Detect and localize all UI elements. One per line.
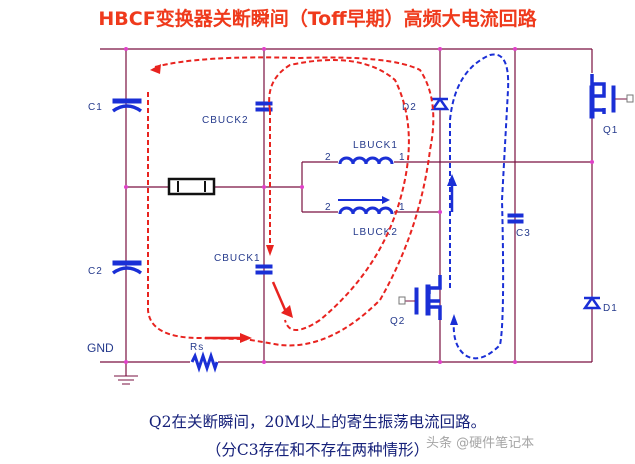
mosfet-q2: Q2 — [390, 275, 442, 327]
junction-nodes — [124, 47, 594, 364]
diagram-title: HBCF变换器关断瞬间（Toff早期）高频大电流回路 — [98, 8, 537, 30]
watermark: 头条 @硬件笔记本 — [426, 436, 535, 451]
svg-text:2: 2 — [325, 202, 332, 213]
red-current-loop — [147, 56, 435, 347]
svg-text:CBUCK2: CBUCK2 — [202, 115, 249, 126]
red-arrows — [150, 64, 293, 343]
svg-text:1: 1 — [399, 202, 406, 213]
capacitor-c1: C1 — [88, 98, 143, 113]
capacitor-c3: C3 — [507, 213, 531, 239]
capacitor-c2: C2 — [88, 260, 143, 277]
svg-text:LBUCK1: LBUCK1 — [353, 140, 398, 151]
fuse — [167, 177, 216, 196]
svg-text:GND: GND — [87, 341, 114, 355]
resistor-rs: Rs — [190, 342, 219, 373]
svg-text:CBUCK1: CBUCK1 — [214, 253, 261, 264]
svg-text:Q1: Q1 — [603, 125, 618, 136]
capacitor-cbuck1: CBUCK1 — [214, 253, 273, 275]
svg-text:LBUCK2: LBUCK2 — [353, 227, 398, 238]
svg-text:D1: D1 — [603, 303, 618, 314]
diode-d2: D2 — [402, 96, 450, 113]
mosfet-q1: Q1 — [589, 73, 634, 136]
svg-text:D2: D2 — [402, 102, 417, 113]
svg-text:1: 1 — [399, 152, 406, 163]
arrow-lbuck2-current — [338, 196, 390, 204]
svg-text:C2: C2 — [88, 266, 103, 277]
svg-text:C1: C1 — [88, 102, 103, 113]
blue-current-loop — [449, 53, 510, 360]
inductor-lbuck2: LBUCK2 2 1 — [325, 202, 406, 238]
caption-line-1: Q2在关断瞬间，20M以上的寄生振荡电流回路。 — [148, 413, 487, 431]
diode-d1: D1 — [582, 295, 618, 314]
svg-text:C3: C3 — [516, 228, 531, 239]
caption-line-2: （分C3存在和不存在两种情形） — [205, 441, 430, 459]
blue-arrows — [447, 174, 458, 325]
ground-symbol: GND — [87, 341, 138, 385]
capacitor-cbuck2: CBUCK2 — [202, 101, 273, 126]
svg-text:Q2: Q2 — [390, 316, 405, 327]
svg-text:2: 2 — [325, 152, 332, 163]
inductor-lbuck1: LBUCK1 2 1 — [325, 140, 406, 166]
svg-text:Rs: Rs — [190, 342, 204, 353]
